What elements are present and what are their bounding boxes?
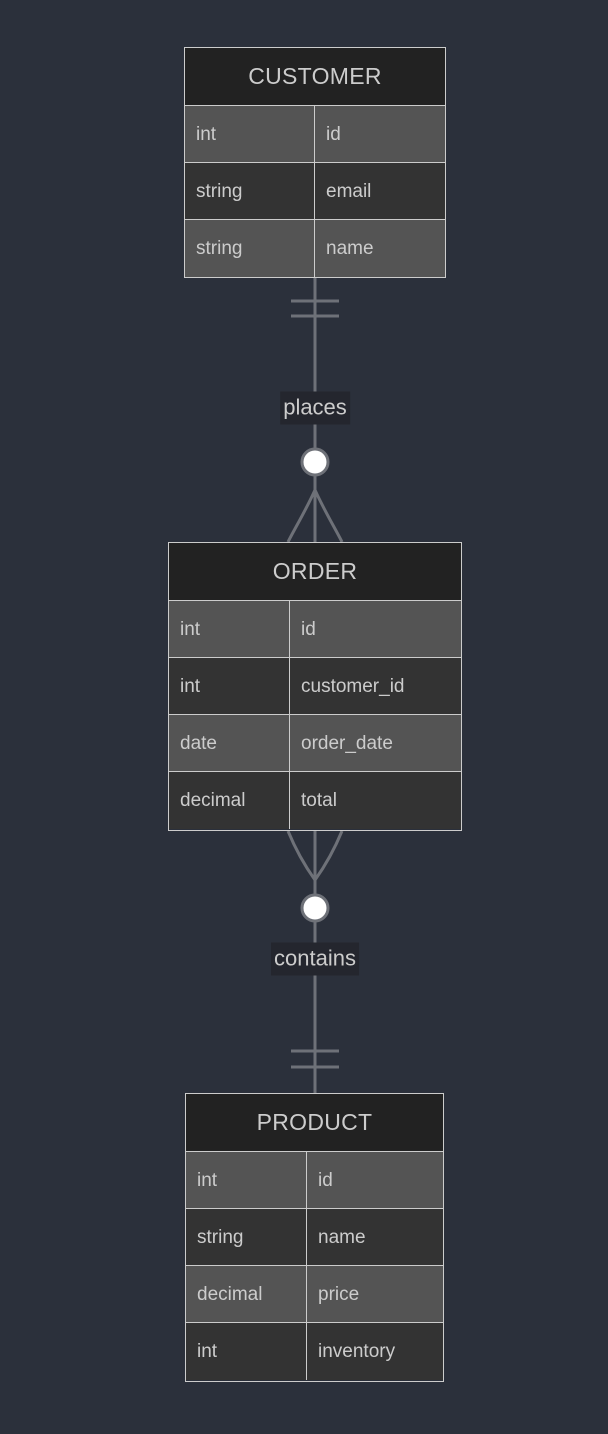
attribute-name: inventory xyxy=(318,1341,396,1362)
entity-title-customer: CUSTOMER xyxy=(185,48,445,106)
attribute-name: name xyxy=(318,1226,366,1248)
zero-marker-circle-places xyxy=(300,447,330,477)
attribute-type: int xyxy=(169,601,290,657)
attribute-type: decimal xyxy=(169,772,290,829)
attribute-type: int xyxy=(186,1152,307,1208)
attribute-row-order-id: int id xyxy=(169,601,461,658)
cardinality-zero-or-many-order-places xyxy=(286,447,344,543)
attribute-row-order-total: decimal total xyxy=(169,772,461,829)
entity-customer[interactable]: CUSTOMER int id string email string name xyxy=(184,47,446,278)
attribute-type: string xyxy=(185,163,315,219)
relationship-label-contains[interactable]: contains xyxy=(271,942,359,976)
attribute-name: order_date xyxy=(301,732,393,754)
attribute-name: customer_id xyxy=(301,675,405,697)
attribute-row-customer-email: string email xyxy=(185,163,445,220)
attribute-type: int xyxy=(185,106,315,162)
entity-product[interactable]: PRODUCT int id string name decimal price… xyxy=(185,1093,444,1382)
zero-marker-circle-contains xyxy=(300,893,330,923)
attribute-type: date xyxy=(169,715,290,771)
cardinality-exactly-one-customer-places xyxy=(291,299,339,318)
cardinality-zero-or-many-order-contains xyxy=(286,830,344,923)
attribute-name: price xyxy=(318,1283,360,1305)
crowsfoot-right-places xyxy=(313,489,344,543)
attribute-row-product-name: string name xyxy=(186,1209,443,1266)
entity-title-order: ORDER xyxy=(169,543,461,601)
attribute-name: id xyxy=(318,1169,333,1191)
attribute-row-customer-id: int id xyxy=(185,106,445,163)
attribute-name: id xyxy=(301,618,316,640)
entity-order[interactable]: ORDER int id int customer_id date order_… xyxy=(168,542,462,831)
attribute-type: decimal xyxy=(186,1266,307,1322)
attribute-row-product-id: int id xyxy=(186,1152,443,1209)
attribute-type: int xyxy=(186,1323,307,1380)
attribute-row-order-order-date: date order_date xyxy=(169,715,461,772)
attribute-name: total xyxy=(301,790,337,811)
attribute-name: email xyxy=(326,180,372,202)
attribute-type: string xyxy=(185,220,315,277)
attribute-type: string xyxy=(186,1209,307,1265)
crowsfoot-left-contains xyxy=(286,830,317,881)
attribute-name: name xyxy=(326,238,374,259)
relationship-label-places[interactable]: places xyxy=(280,391,350,425)
attribute-row-order-customer-id: int customer_id xyxy=(169,658,461,715)
attribute-row-product-inventory: int inventory xyxy=(186,1323,443,1380)
attribute-name: id xyxy=(326,123,341,145)
attribute-type: int xyxy=(169,658,290,714)
attribute-row-customer-name: string name xyxy=(185,220,445,277)
crowsfoot-right-contains xyxy=(313,830,344,881)
entity-title-product: PRODUCT xyxy=(186,1094,443,1152)
crowsfoot-left-places xyxy=(286,489,317,543)
attribute-row-product-price: decimal price xyxy=(186,1266,443,1323)
cardinality-exactly-one-product-contains xyxy=(291,1049,339,1069)
